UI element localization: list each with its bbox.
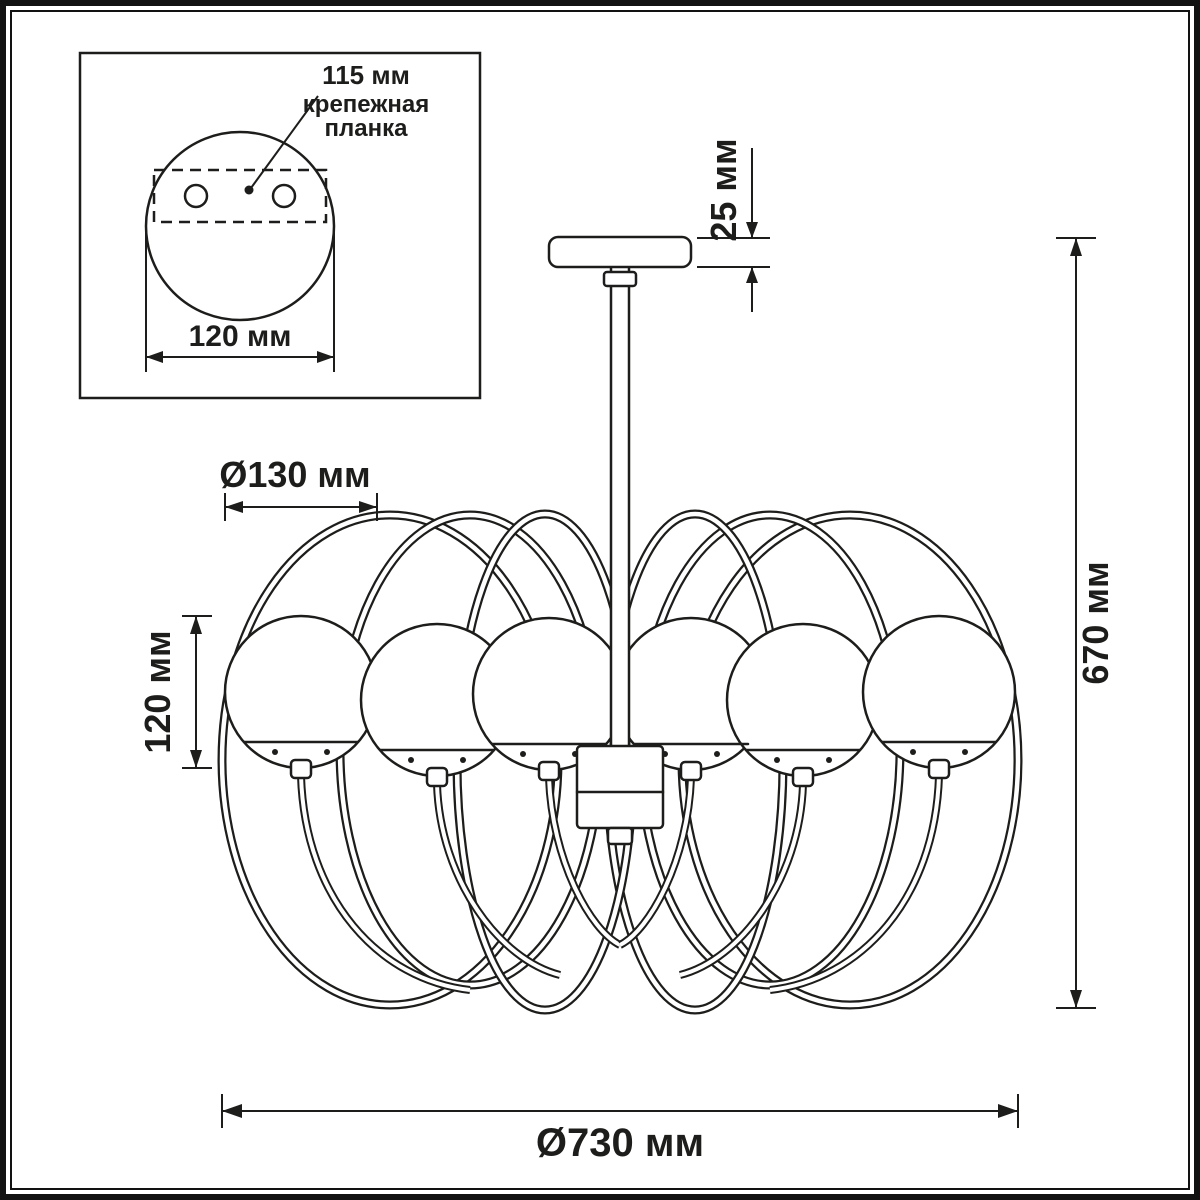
- center-hub: [575, 744, 665, 830]
- ceiling-canopy: [547, 235, 693, 269]
- dimension-shade-diameter: Ø130 мм: [219, 454, 378, 521]
- dimension-overall-height: 670 мм: [1056, 237, 1116, 1009]
- shade-diameter-label: Ø130 мм: [219, 454, 370, 495]
- dimension-overall-width: Ø730 мм: [221, 1094, 1019, 1165]
- hole-spacing-label: 115 мм: [322, 60, 410, 90]
- chandelier-drawing: [217, 235, 1023, 1015]
- mounting-hole-right: [271, 183, 297, 209]
- inset-base-circle: [144, 130, 336, 322]
- globe-5: [725, 622, 881, 778]
- mounting-hole-left: [183, 183, 209, 209]
- dimension-canopy-height: 25 мм: [697, 138, 770, 312]
- shade-height-label: 120 мм: [137, 630, 178, 753]
- globe-6: [861, 614, 1017, 770]
- mount-label-line2: планка: [325, 115, 409, 142]
- mounting-plate-outline: [152, 168, 328, 224]
- hanging-rod: [609, 264, 631, 752]
- rod-collar: [602, 270, 638, 288]
- inset-mounting-detail: 115 мм крепежная планка 120 мм: [78, 51, 482, 400]
- overall-height-label: 670 мм: [1075, 561, 1116, 684]
- dimension-shade-height: 120 мм: [137, 615, 212, 769]
- leader-line: [250, 95, 319, 189]
- inset-dimension-base-diameter: 120 мм: [145, 230, 335, 372]
- globe-caps: [242, 740, 998, 788]
- hub-stub: [606, 826, 634, 846]
- mount-label-line1: крепежная: [303, 91, 429, 118]
- inset-box: [78, 51, 482, 400]
- globe-stems: [297, 775, 943, 994]
- globe-1: [223, 614, 379, 770]
- canopy-height-label: 25 мм: [703, 138, 744, 241]
- overall-width-label: Ø730 мм: [536, 1121, 704, 1165]
- base-diameter-label: 120 мм: [189, 320, 292, 353]
